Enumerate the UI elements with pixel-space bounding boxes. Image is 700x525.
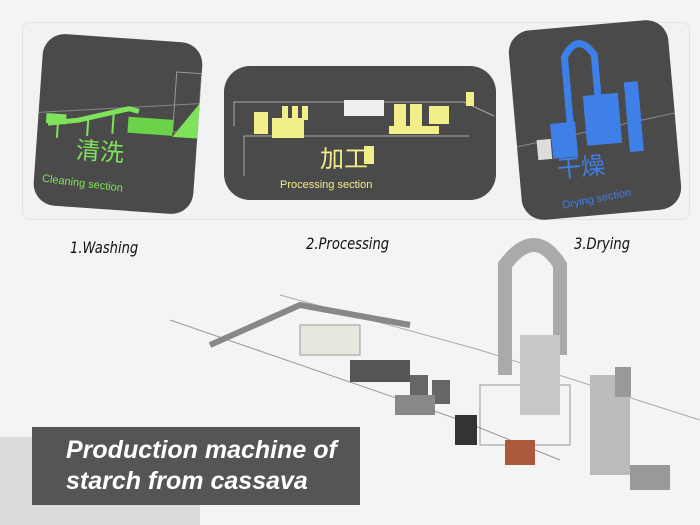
processing-section-image: 加工 Processing section bbox=[224, 66, 496, 200]
section-title-en: Processing section bbox=[280, 179, 373, 191]
processing-equipment-illustration bbox=[233, 92, 495, 176]
section-title-cn: 干燥 bbox=[555, 151, 607, 184]
section-title-cn: 清洗 bbox=[75, 136, 125, 168]
washing-section-image: 清洗 Cleaning section bbox=[32, 32, 204, 216]
caption-banner: Production machine of starch from cassav… bbox=[32, 427, 360, 505]
washing-equipment-illustration bbox=[38, 71, 203, 139]
caption-line-2: starch from cassava bbox=[66, 467, 308, 495]
drying-equipment-illustration bbox=[516, 40, 675, 161]
step-label-processing: 2.Processing bbox=[306, 234, 390, 253]
step-label-drying: 3.Drying bbox=[574, 234, 631, 253]
production-line-illustration bbox=[169, 238, 700, 490]
caption-line-1: Production machine of bbox=[66, 436, 337, 464]
step-label-washing: 1.Washing bbox=[70, 238, 139, 257]
section-title-cn: 加工 bbox=[320, 145, 368, 173]
drying-section-image: 干燥 Drying section bbox=[507, 18, 683, 222]
